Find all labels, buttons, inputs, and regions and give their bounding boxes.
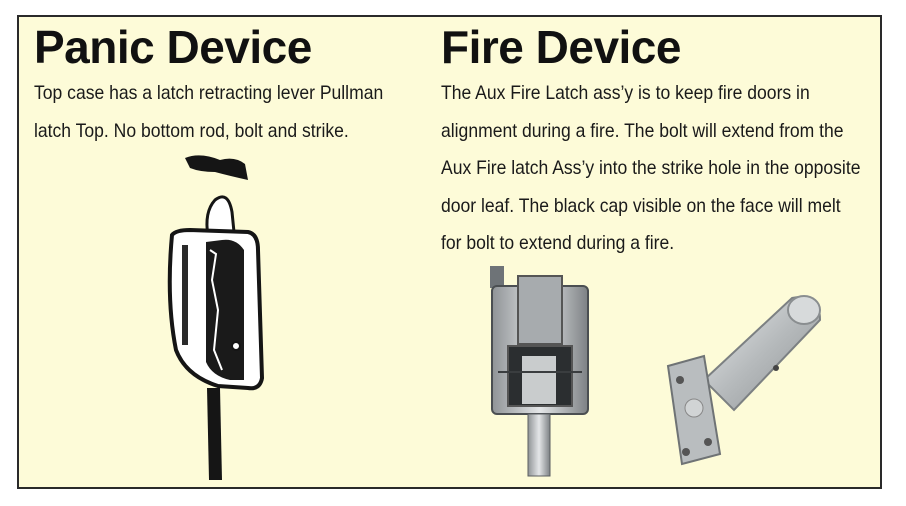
fire-bolt-cylinder-icon [666,295,822,466]
fire-device-title: Fire Device [441,21,681,73]
fire-latch-assembly-icon [490,266,589,477]
panic-device-description: Top case has a latch retracting lever Pu… [34,82,384,142]
panic-device-title: Panic Device [34,21,312,73]
info-panel [17,15,882,489]
panic-device-sketch-icon [167,155,265,480]
fire-device-description: The Aux Fire Latch ass’y is to keep fire… [441,82,861,254]
